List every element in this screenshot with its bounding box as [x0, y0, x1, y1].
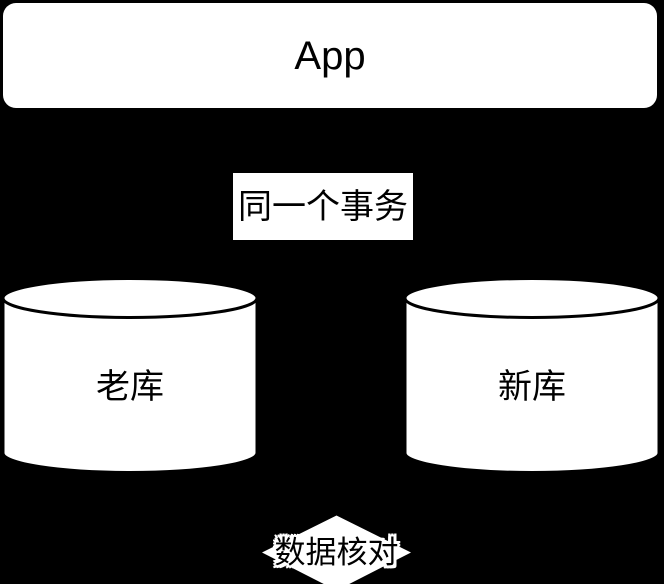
diamond-shape-icon — [262, 515, 411, 584]
data-check-label: 数据核对 — [274, 535, 399, 570]
database-cylinder-icon — [1, 277, 259, 474]
transaction-label: 同一个事务 — [238, 187, 408, 226]
new-db-node: 新库 — [403, 277, 661, 475]
app-node-label: App — [294, 33, 366, 78]
old-db-label: 老库 — [96, 368, 164, 406]
transaction-label-box: 同一个事务 — [233, 173, 413, 240]
new-db-label: 新库 — [498, 368, 566, 406]
app-node: App — [3, 3, 657, 108]
data-check-node — [261, 515, 412, 584]
database-cylinder-icon — [403, 277, 661, 474]
old-db-node: 老库 — [1, 277, 259, 475]
